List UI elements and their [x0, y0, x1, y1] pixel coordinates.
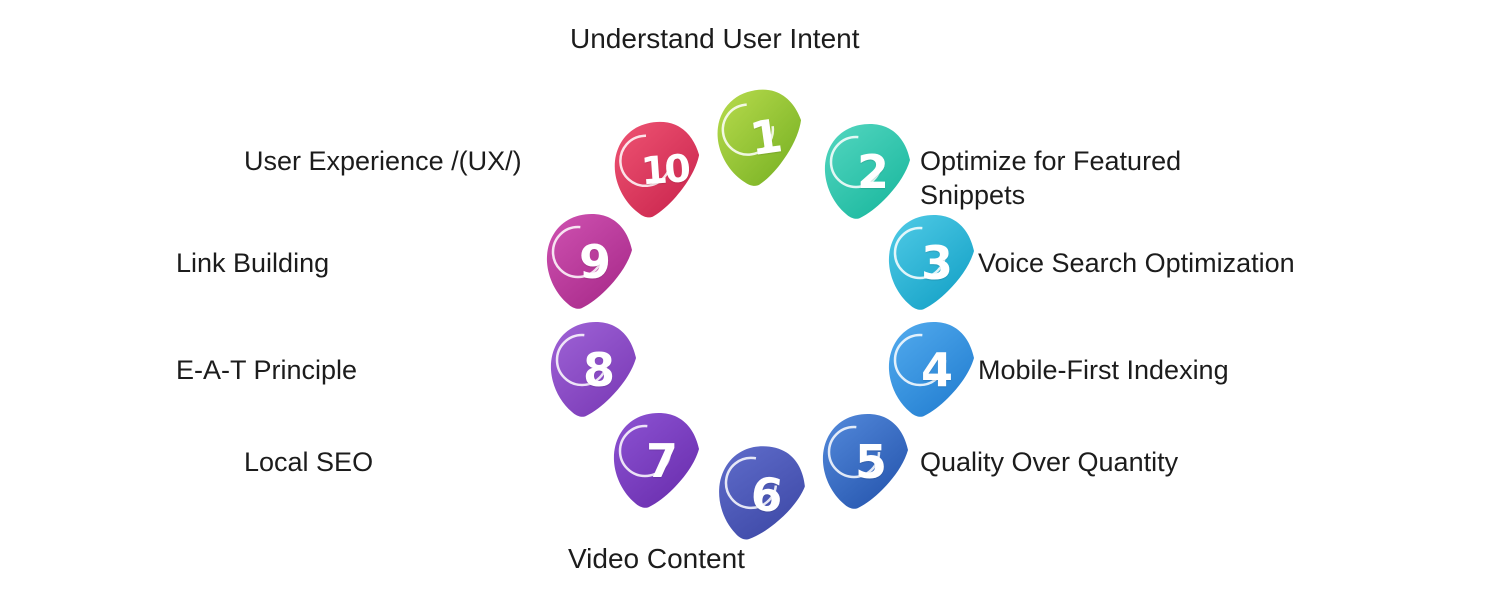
label-quality-over-quantity: Quality Over Quantity: [920, 447, 1179, 477]
pin-step-10: 10: [609, 117, 706, 221]
pin-step-5: 5: [820, 412, 910, 510]
step-number: 6: [748, 466, 785, 524]
label-optimize-for-featured-snippets: Optimize for Featured Snippets: [920, 146, 1182, 211]
label-mobile-first-indexing: Mobile-First Indexing: [978, 355, 1229, 385]
pin-step-6: 6: [711, 440, 811, 547]
pin-step-3: 3: [886, 213, 976, 311]
step-number: 1: [746, 108, 785, 167]
pin-step-9: 9: [544, 212, 634, 310]
step-number: 2: [857, 145, 889, 200]
step-number: 4: [921, 343, 953, 398]
label-eat-principle: E-A-T Principle: [176, 355, 358, 385]
label-link-building: Link Building: [176, 248, 330, 278]
pin-step-1: 1: [709, 82, 812, 192]
step-number: 10: [639, 146, 690, 194]
step-number: 3: [921, 236, 953, 291]
pin-step-4: 4: [886, 320, 976, 418]
label-user-experience-ux: User Experience /(UX/): [244, 146, 522, 176]
step-number: 5: [855, 435, 887, 490]
label-voice-search-optimization: Voice Search Optimization: [978, 248, 1295, 278]
pin-step-2: 2: [822, 122, 912, 220]
step-number: 9: [579, 235, 611, 290]
label-understand-user-intent: Understand User Intent: [570, 23, 860, 54]
step-number: 8: [583, 343, 615, 398]
step-number: 7: [646, 434, 678, 489]
pin-step-8: 8: [548, 320, 638, 418]
label-video-content: Video Content: [568, 543, 745, 574]
label-local-seo: Local SEO: [244, 447, 374, 477]
pin-step-7: 7: [611, 411, 701, 509]
